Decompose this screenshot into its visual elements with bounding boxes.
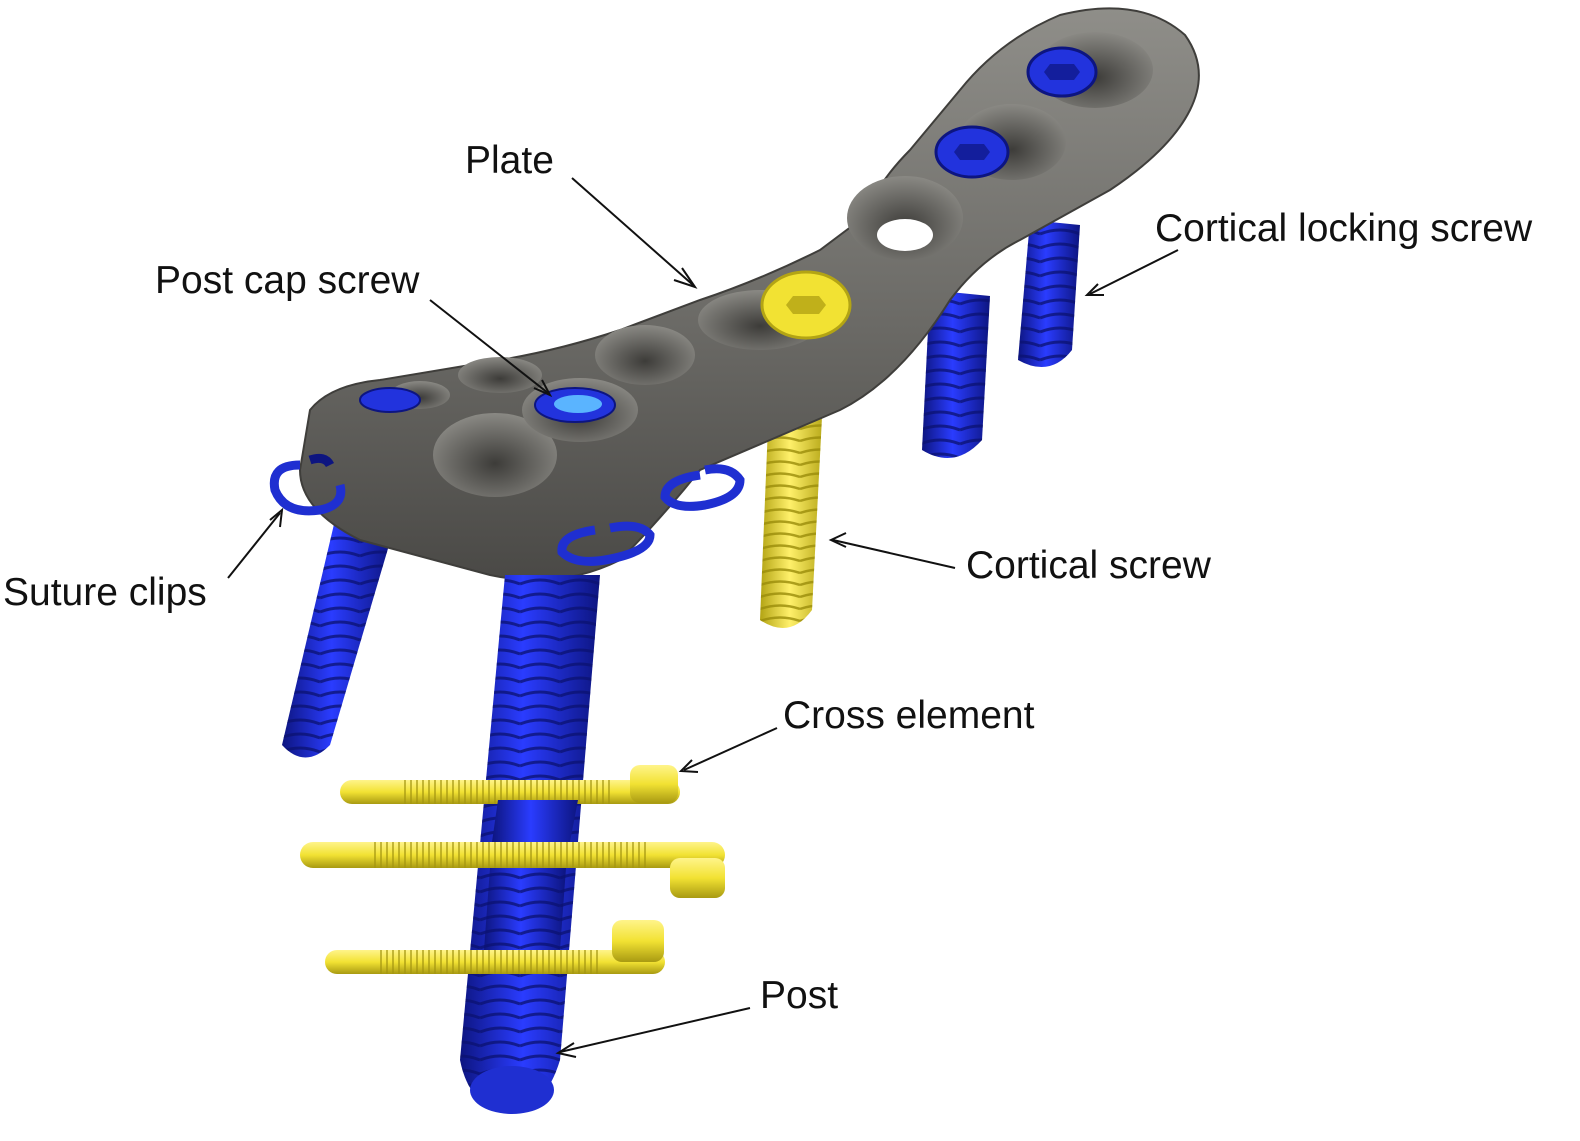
cortical-screw-head <box>760 270 852 340</box>
label-suture-clips: Suture clips <box>3 571 207 614</box>
suture-clip <box>660 464 745 511</box>
plate-hole <box>433 413 557 497</box>
locking-screw-head <box>359 387 421 413</box>
arrow-post-cap-screw <box>429 299 549 394</box>
cross-element <box>300 842 725 898</box>
arrow-plate <box>571 177 694 286</box>
label-post-cap-screw: Post cap screw <box>155 259 420 302</box>
arrow-suture-clips <box>227 512 281 579</box>
post-front <box>484 800 578 950</box>
arrow-cortical-locking-screw <box>1089 249 1179 295</box>
arrow-post <box>559 1007 751 1053</box>
plate-hole <box>595 325 695 385</box>
leader-arrows <box>227 177 1179 1058</box>
cortical-locking-screw-front <box>922 290 990 458</box>
label-cortical-locking-screw: Cortical locking screw <box>1155 207 1533 250</box>
label-post: Post <box>760 974 838 1017</box>
cross-element <box>340 765 680 804</box>
plate-hole <box>847 176 963 260</box>
arrow-cross-element <box>683 727 778 771</box>
locking-screw-head <box>1026 46 1098 98</box>
suture-clip <box>269 453 346 516</box>
label-plate: Plate <box>465 139 554 182</box>
label-cross-element: Cross element <box>783 694 1035 737</box>
arrow-cortical-screw <box>832 539 956 569</box>
cortical-locking-screw-rear <box>1018 220 1080 368</box>
cross-element <box>325 920 665 974</box>
plate-hole <box>877 219 933 251</box>
locking-screw-left <box>282 520 392 758</box>
label-cortical-screw: Cortical screw <box>966 544 1212 587</box>
suture-clip <box>557 521 655 566</box>
plate-hole <box>458 357 542 393</box>
post-cap-screw <box>534 387 616 423</box>
locking-screw-head <box>934 125 1010 179</box>
